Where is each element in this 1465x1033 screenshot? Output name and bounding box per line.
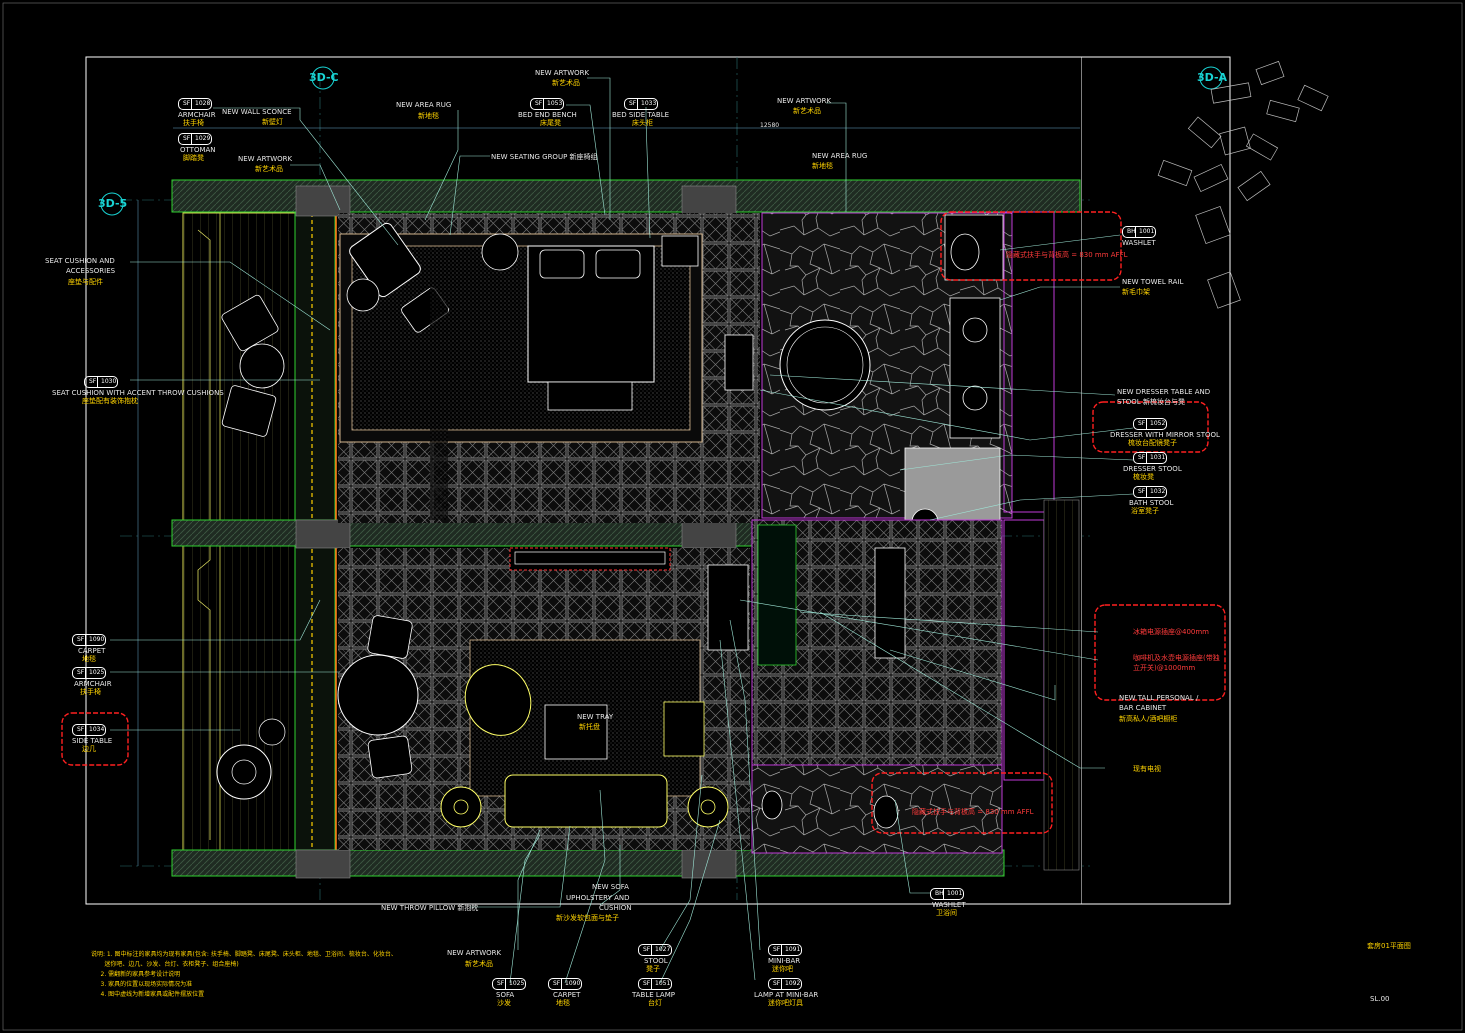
plan-title: 套房01平面图: [1367, 942, 1411, 950]
label-new-area-rug-2: NEW AREA RUG: [812, 152, 868, 160]
label-new-sofa: NEW SOFA: [592, 883, 629, 891]
label-new-artwork-4-cn: 新艺术品: [465, 960, 493, 968]
label-new-artwork-1: NEW ARTWORK: [238, 155, 293, 163]
label-new-area-rug-1-cn: 新地毯: [418, 112, 439, 120]
note-coffee-socket: 咖啡机及水壶电源插座(带独: [1133, 654, 1220, 662]
label-new-artwork-3: NEW ARTWORK: [777, 97, 832, 105]
label-new-artwork-2-cn: 新艺术品: [552, 79, 580, 87]
label-new-sofa-2: UPHOLSTERY AND: [566, 894, 630, 902]
label-tall-cabinet: NEW TALL PERSONAL /: [1119, 694, 1199, 702]
note-coffee-socket-2: 立开关)@1000mm: [1133, 664, 1196, 672]
grid-mark-3d-c: 3D-C: [309, 71, 339, 84]
label-existing-tv: 现有电视: [1133, 765, 1161, 773]
label-new-area-rug-2-cn: 新地毯: [812, 162, 833, 170]
label-new-seating-group: NEW SEATING GROUP 新座椅组: [491, 153, 598, 161]
note-fridge-socket: 冰箱电源插座@400mm: [1133, 628, 1209, 636]
sheet-number: SL.00: [1370, 995, 1390, 1003]
note-washlet-height-2: 隐藏式扶手与背板高 = 830 mm AFFL: [912, 808, 1034, 816]
label-new-dresser: NEW DRESSER TABLE AND: [1117, 388, 1211, 396]
label-new-wall-sconce-cn: 新壁灯: [262, 118, 283, 126]
label-new-dresser-2: STOOL 新梳妆台与凳: [1117, 398, 1185, 406]
label-new-tray-cn: 新托盘: [579, 723, 600, 731]
label-seat-cushion-2: ACCESSORIES: [66, 267, 116, 275]
label-new-wall-sconce: NEW WALL SCONCE: [222, 108, 292, 116]
label-new-artwork-1-cn: 新艺术品: [255, 165, 283, 173]
note-washlet-height: 隐藏式扶手与背板高 = 830 mm AFFL: [1006, 251, 1128, 259]
grid-mark-3d-a: 3D-A: [1197, 71, 1228, 84]
grid-mark-3d-5: 3D-5: [98, 197, 128, 210]
label-new-artwork-3-cn: 新艺术品: [793, 107, 821, 115]
label-new-area-rug-1: NEW AREA RUG: [396, 101, 452, 109]
label-new-throw-pillow: NEW THROW PILLOW 新抱枕: [381, 904, 479, 912]
label-new-tray: NEW TRAY: [577, 713, 614, 721]
label-tall-cabinet-2: BAR CABINET: [1119, 704, 1167, 712]
label-seat-cushion-cn: 座垫与配件: [68, 278, 103, 286]
label-tall-cabinet-cn: 新高私人/酒吧橱柜: [1119, 715, 1178, 723]
label-new-sofa-cn: 新沙发软包面与垫子: [556, 914, 619, 922]
label-new-artwork-4: NEW ARTWORK: [447, 949, 502, 957]
label-new-sofa-3: CUSHION: [599, 904, 632, 912]
label-seat-cushion: SEAT CUSHION AND: [45, 257, 115, 265]
label-new-towel-rail: NEW TOWEL RAIL: [1122, 278, 1184, 286]
label-new-towel-rail-cn: 新毛巾架: [1122, 288, 1150, 296]
label-new-artwork-2: NEW ARTWORK: [535, 69, 590, 77]
dimension-overall-width: 12580: [760, 122, 780, 129]
